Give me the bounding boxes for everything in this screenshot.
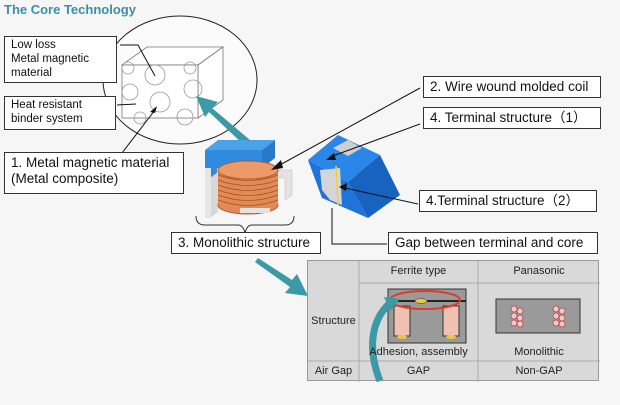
- label-coil: 2. Wire wound molded coil: [423, 76, 601, 98]
- cell-ferrite-gap: GAP: [406, 365, 431, 377]
- label-monolithic: 3. Monolithic structure: [171, 232, 321, 254]
- ferrite-structure-image: [387, 288, 467, 344]
- panasonic-structure-image: [495, 298, 581, 334]
- cell-ferrite-structure: Adhesion, assembly: [369, 346, 468, 358]
- inductor-solid: [308, 135, 400, 218]
- comparison-table: Ferrite type Panasonic Structure Adhesio…: [307, 260, 600, 382]
- teal-arrow-1: [196, 96, 250, 145]
- page-title: The Core Technology: [4, 2, 136, 17]
- label-binder-line2: binder system: [11, 112, 83, 125]
- teal-arrow-2: [255, 258, 308, 296]
- header-ferrite: Ferrite type: [390, 265, 447, 277]
- curved-teal-arrow: [369, 300, 393, 382]
- brace: [195, 215, 295, 234]
- header-panasonic: Panasonic: [513, 265, 565, 277]
- particles: [121, 61, 203, 126]
- row-label-air-gap: Air Gap: [314, 365, 353, 377]
- table-grid: [308, 261, 600, 382]
- cell-panasonic-gap: Non-GAP: [515, 365, 563, 377]
- label-low-loss-line1: Low loss: [11, 39, 56, 51]
- label-binder: Heat resistant binder system: [4, 96, 116, 130]
- label-low-loss: Low loss Metal magnetic material: [4, 36, 117, 83]
- label-metal-line1: 1. Metal magnetic material: [11, 155, 170, 170]
- label-gap: Gap between terminal and core: [388, 232, 598, 254]
- label-terminal-1: 4. Terminal structure（1）: [423, 107, 601, 129]
- label-terminal-2: 4.Terminal structure（2）: [419, 190, 597, 212]
- label-metal-material: 1. Metal magnetic material (Metal compos…: [4, 152, 184, 194]
- label-metal-line2: (Metal composite): [11, 171, 119, 187]
- row-label-structure: Structure: [311, 315, 356, 327]
- label-low-loss-line2: Metal magnetic: [11, 52, 89, 65]
- label-binder-line1: Heat resistant: [11, 99, 82, 111]
- label-low-loss-line3: material: [11, 66, 52, 79]
- cell-panasonic-structure: Monolithic: [514, 346, 564, 358]
- inductor-cutaway: [205, 140, 293, 218]
